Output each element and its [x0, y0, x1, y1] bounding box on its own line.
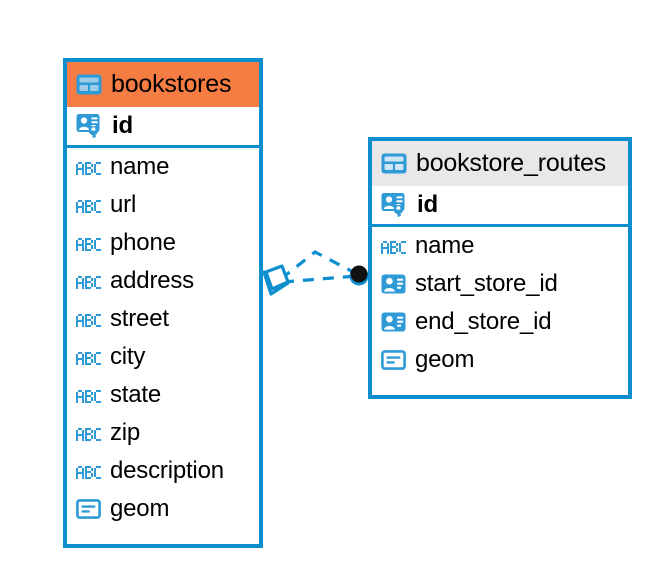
entity-table-bookstores[interactable]: bookstores [63, 58, 263, 548]
field-row[interactable]: description [67, 452, 259, 490]
field-list-bookstore-routes: name start_store_id end_store_id geom [372, 227, 628, 379]
field-label: geom [110, 495, 170, 522]
abc-icon [76, 388, 101, 403]
field-list-bookstores: name url [67, 148, 259, 528]
field-row-primary-key[interactable]: id [67, 107, 259, 145]
entity-title: bookstore_routes [416, 149, 606, 177]
relationship-line-middle [282, 274, 358, 284]
filled-circle-icon [349, 265, 369, 286]
field-row[interactable]: state [67, 376, 259, 414]
field-label: geom [415, 346, 475, 373]
field-label: city [110, 343, 146, 370]
table-icon [76, 74, 102, 95]
abc-icon [76, 350, 101, 365]
field-row[interactable]: url [67, 186, 259, 224]
abc-icon [76, 426, 101, 441]
field-row[interactable]: end_store_id [372, 303, 628, 341]
field-row[interactable]: address [67, 262, 259, 300]
abc-icon [76, 464, 101, 479]
entity-table-bookstore-routes[interactable]: bookstore_routes [368, 137, 632, 399]
relationship-line-fan [280, 250, 358, 281]
field-label: address [110, 267, 194, 294]
primary-key-icon [76, 113, 103, 140]
geom-icon [381, 350, 406, 370]
field-label: end_store_id [415, 308, 552, 335]
field-label: id [112, 112, 133, 139]
field-row[interactable]: geom [67, 490, 259, 528]
field-label: id [417, 191, 438, 218]
field-label: name [415, 232, 475, 259]
field-label: zip [110, 419, 141, 446]
field-row[interactable]: start_store_id [372, 265, 628, 303]
abc-icon [76, 236, 101, 251]
field-row[interactable]: name [372, 227, 628, 265]
field-row[interactable]: name [67, 148, 259, 186]
abc-icon [76, 198, 101, 213]
field-label: url [110, 191, 137, 218]
table-icon [381, 153, 407, 174]
field-label: start_store_id [415, 270, 558, 297]
entity-header-bookstore-routes[interactable]: bookstore_routes [372, 141, 628, 186]
abc-icon [76, 312, 101, 327]
abc-icon [76, 274, 101, 289]
primary-key-band: id [67, 107, 259, 148]
field-row[interactable]: phone [67, 224, 259, 262]
field-label: street [110, 305, 169, 332]
field-label: phone [110, 229, 176, 256]
primary-key-band: id [372, 186, 628, 227]
abc-icon [381, 239, 406, 254]
foreign-key-icon [381, 312, 406, 332]
field-row[interactable]: zip [67, 414, 259, 452]
entity-title: bookstores [111, 70, 232, 98]
field-row[interactable]: street [67, 300, 259, 338]
field-row[interactable]: geom [372, 341, 628, 379]
field-label: name [110, 153, 170, 180]
field-label: state [110, 381, 162, 408]
field-label: description [110, 457, 224, 484]
primary-key-icon [381, 192, 408, 219]
diamond-crowsfoot-icon [262, 264, 290, 296]
field-row[interactable]: city [67, 338, 259, 376]
entity-header-bookstores[interactable]: bookstores [67, 62, 259, 107]
geom-icon [76, 499, 101, 519]
foreign-key-icon [381, 274, 406, 294]
abc-icon [76, 160, 101, 175]
field-row-primary-key[interactable]: id [372, 186, 628, 224]
